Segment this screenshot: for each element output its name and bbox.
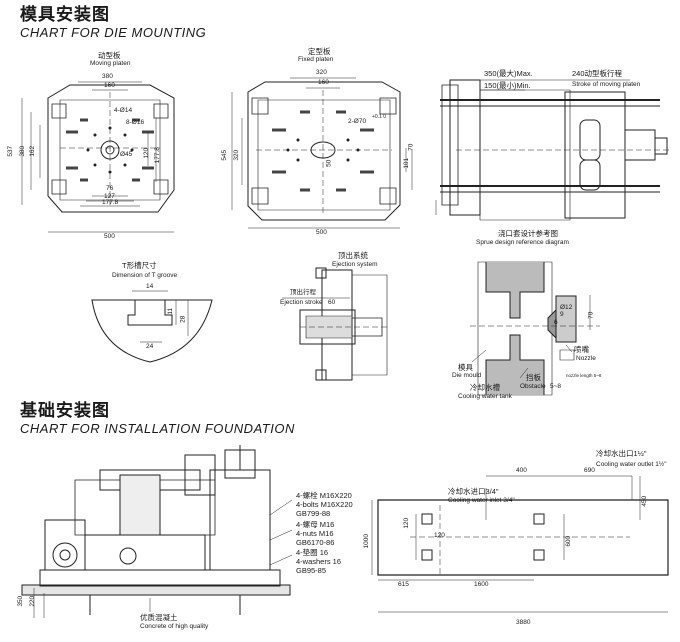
moving-platen-title-en: Moving platen xyxy=(90,60,131,67)
ejection-system-drawing xyxy=(282,268,390,380)
moving-dim-127: 127 xyxy=(104,193,115,200)
stroke-travel-en: Stroke of moving platen xyxy=(572,81,641,88)
fixed-dim-50: 50 xyxy=(325,159,333,167)
sprue-title-en: Sprue design reference diagram xyxy=(476,239,569,246)
moving-hole-b: 8-Ø16 xyxy=(126,119,145,126)
outlet-en: Cooling water outlet 1½" xyxy=(596,461,667,468)
moving-dim-120: 120 xyxy=(143,147,151,159)
moving-dia-45: Ø45 xyxy=(120,151,133,158)
plan-d120-b: 120 xyxy=(434,532,445,539)
foundation-d350: 350 xyxy=(17,595,25,607)
fixed-dim-320: 320 xyxy=(316,69,327,76)
plan-d120-a: 120 xyxy=(403,517,411,529)
sprue-nozzle-en: Nozzle xyxy=(576,355,596,362)
moving-dim-162: 162 xyxy=(29,145,37,157)
nuts-en: 4-nuts M16 xyxy=(296,529,334,538)
die-mounting-title-cn: 模具安装图 xyxy=(20,5,110,24)
fixed-dim-160: 160 xyxy=(318,79,329,86)
moving-dim-177-8h: 177.8 xyxy=(102,199,119,206)
plan-d690: 690 xyxy=(584,467,595,474)
foundation-plan-drawing xyxy=(372,476,668,612)
foundation-title-cn: 基础安装图 xyxy=(20,401,110,420)
tgroove-d14: 14 xyxy=(146,283,154,290)
washers-std: GB95-85 xyxy=(296,566,327,575)
sprue-drawing xyxy=(470,262,600,395)
moving-dim-76: 76 xyxy=(106,185,114,192)
bolts-en: 4-bolts M16X220 xyxy=(296,500,353,509)
fixed-dim-70: 70 xyxy=(407,143,415,151)
sprue-mould-en: Die mould xyxy=(452,372,482,379)
tgroove-d11: 11 xyxy=(167,307,175,315)
inlet-cn: 冷却水进口3/4" xyxy=(448,487,499,496)
stroke-travel-cn: 240动型板行程 xyxy=(572,69,623,78)
stroke-min: 150(最小)Min. xyxy=(484,81,531,90)
moving-hole-a: 4-Ø14 xyxy=(114,107,133,114)
plan-d1600: 1600 xyxy=(474,581,489,588)
fixed-platen-drawing xyxy=(232,78,412,228)
plan-d615: 615 xyxy=(398,581,409,588)
sprue-nozzle-cn: 喷嘴 xyxy=(574,345,589,354)
moving-dim-380v: 380 xyxy=(19,145,27,157)
sprue-cooling-cn: 冷却水槽 xyxy=(470,383,500,392)
sprue-obstacle-en: Obstacle xyxy=(520,383,546,390)
moving-dim-380: 380 xyxy=(102,73,113,80)
sprue-d12: Ø12 xyxy=(560,304,573,311)
fixed-platen-title-en: Fixed platen xyxy=(298,56,334,63)
sprue-note: nozzle length 5~8 xyxy=(566,373,602,378)
concrete-en: Concrete of high quality xyxy=(140,623,209,630)
plan-d450: 450 xyxy=(641,495,649,507)
ejection-title-en: Ejection system xyxy=(332,261,378,268)
tgroove-title-cn: T形槽尺寸 xyxy=(122,261,157,270)
moving-dim-500: 500 xyxy=(104,233,115,240)
concrete-cn: 优质混凝土 xyxy=(140,613,178,622)
tgroove-d24: 24 xyxy=(146,343,154,350)
tgroove-d28: 28 xyxy=(179,315,187,323)
plan-d1000: 1000 xyxy=(362,534,370,549)
nuts-cn: 4-螺母 M16 xyxy=(296,520,335,529)
bolts-cn: 4-螺栓 M16X220 xyxy=(296,491,352,500)
fixed-platen-title-cn: 定型板 xyxy=(308,47,331,56)
moving-dim-177-8v: 177.8 xyxy=(153,147,161,164)
ejection-stroke-en: Ejection stroke xyxy=(280,299,323,306)
moving-dim-160: 160 xyxy=(104,82,115,89)
sprue-d70: 70 xyxy=(587,311,595,319)
plan-d600: 600 xyxy=(565,535,573,547)
tgroove-title-en: Dimension of T groove xyxy=(112,272,178,279)
moving-platen-title-cn: 动型板 xyxy=(98,51,121,60)
bolts-std: GB799-88 xyxy=(296,509,331,518)
sprue-obstacle-cn: 挡板 xyxy=(526,373,541,382)
sprue-cooling-en: Cooling water tank xyxy=(458,393,512,400)
fixed-dim-320v: 320 xyxy=(233,149,241,161)
moving-platen-drawing xyxy=(22,82,174,232)
plan-d400: 400 xyxy=(516,467,527,474)
ejection-stroke-cn: 顶出行程 xyxy=(290,289,316,296)
ejection-stroke-value: 60 xyxy=(328,299,336,306)
die-mounting-title-en: CHART FOR DIE MOUNTING xyxy=(20,25,207,40)
sprue-d9: 9 xyxy=(560,311,564,318)
stroke-max: 350(最大)Max. xyxy=(484,69,533,78)
fixed-bore: 2-Ø70 xyxy=(348,118,367,125)
inlet-en: Cooling water inlet 3/4" xyxy=(448,497,515,504)
sprue-title-cn: 浇口套设计参考图 xyxy=(498,229,558,238)
sprue-mould-cn: 模具 xyxy=(458,363,473,372)
outlet-cn: 冷却水出口1½" xyxy=(596,449,647,458)
foundation-machine-drawing xyxy=(22,445,292,618)
moving-dim-537: 537 xyxy=(7,145,15,157)
ejection-title-cn: 顶出系统 xyxy=(338,251,368,260)
foundation-title-en: CHART FOR INSTALLATION FOUNDATION xyxy=(20,421,295,436)
foundation-d220: 220 xyxy=(29,595,37,607)
stroke-side-view xyxy=(436,80,670,220)
washers-en: 4-washers 16 xyxy=(296,557,342,566)
fixed-dim-545: 545 xyxy=(221,149,229,161)
washers-cn: 4-垫圈 16 xyxy=(296,548,329,557)
t-groove-drawing xyxy=(92,291,212,362)
fixed-dim-101: 101 xyxy=(403,157,411,169)
nuts-std: GB6170-86 xyxy=(296,538,335,547)
sprue-d6: 6 xyxy=(554,319,558,326)
sprue-d58: 5~8 xyxy=(550,383,562,390)
fixed-dim-500: 500 xyxy=(316,229,327,236)
fixed-bore-tolerance: +0.1 0 xyxy=(372,114,387,120)
plan-d3880: 3880 xyxy=(516,619,531,626)
